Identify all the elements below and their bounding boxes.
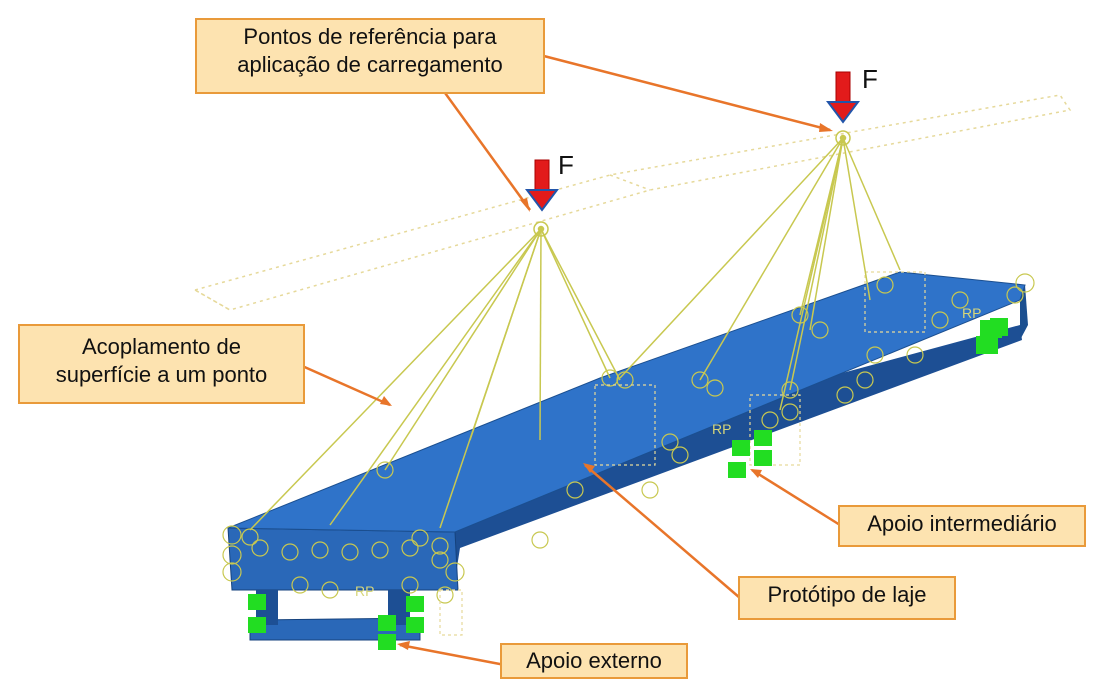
rp-label-right: RP <box>962 305 981 321</box>
coupling-lines-right <box>619 137 901 411</box>
reference-point-right <box>835 130 851 146</box>
leader-lines <box>299 53 841 667</box>
support-intermediate-blocks <box>728 430 772 478</box>
rp-label-left: RP <box>355 583 374 599</box>
callout-surface-coupling-line2: superfície a um ponto <box>55 362 268 387</box>
reference-point-left <box>533 221 549 237</box>
callout-slab-prototype-label: Protótipo de laje <box>767 582 927 607</box>
slab-top-face <box>227 271 1026 533</box>
coupling-lines-left <box>249 228 621 531</box>
force-arrow-right <box>826 71 860 124</box>
callout-reference-points-line2: aplicação de carregamento <box>237 52 503 77</box>
slab-end-face <box>227 527 459 591</box>
callout-intermediate-support-label: Apoio intermediário <box>867 511 1057 536</box>
diaphragm-outlines <box>439 271 926 636</box>
support-right-blocks <box>976 318 1008 354</box>
force-arrow-left <box>525 159 559 212</box>
rp-label-middle: RP <box>712 421 731 437</box>
force-label-left: F <box>558 150 574 180</box>
callout-intermediate-support: Apoio intermediário <box>838 505 1086 547</box>
slab-bottom-flange <box>249 617 421 641</box>
callout-reference-points: Pontos de referência para aplicação de c… <box>195 18 545 94</box>
mesh-node-rings <box>222 273 1035 604</box>
reference-plane-outline <box>194 94 1072 311</box>
callout-reference-points-line1: Pontos de referência para <box>243 24 497 49</box>
force-label-right: F <box>862 64 878 94</box>
callout-surface-coupling: Acoplamento de superfície a um ponto <box>18 324 305 404</box>
callout-external-support: Apoio externo <box>500 643 688 679</box>
callout-surface-coupling-line1: Acoplamento de <box>82 334 241 359</box>
leader-arrowheads <box>380 123 833 650</box>
support-external-blocks <box>248 594 424 650</box>
callout-external-support-label: Apoio externo <box>526 648 662 673</box>
callout-slab-prototype: Protótipo de laje <box>738 576 956 620</box>
